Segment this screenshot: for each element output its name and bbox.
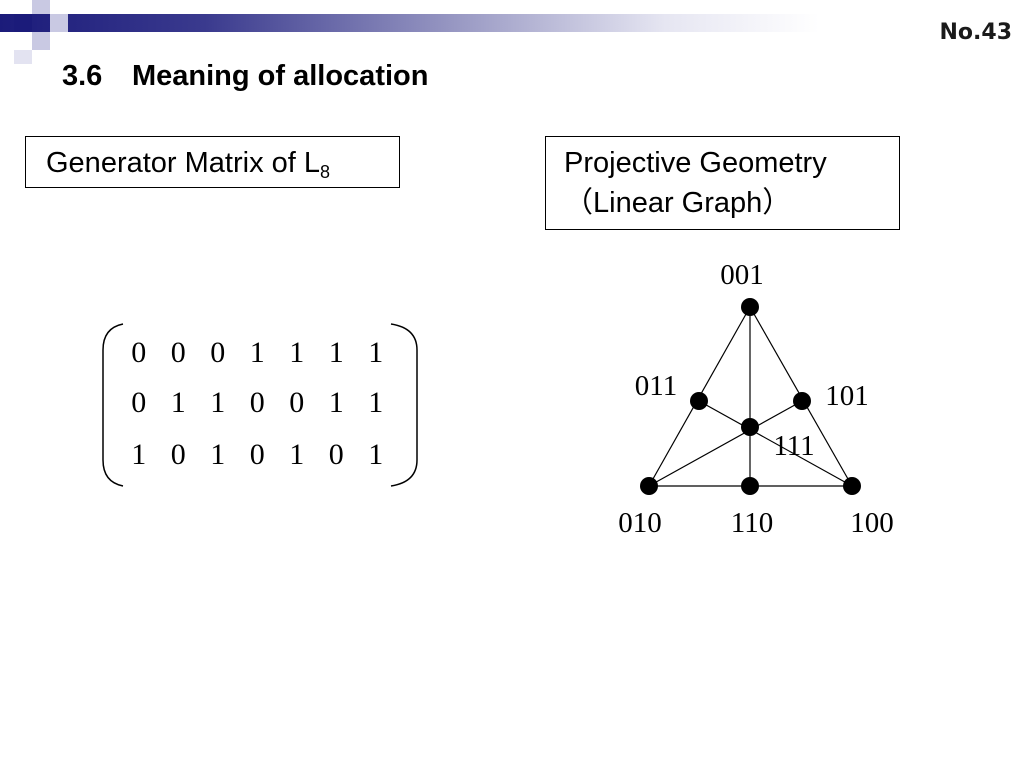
matrix-row: 0 0 0 1 1 1 1	[119, 336, 419, 370]
matrix-cell: 0	[328, 438, 344, 471]
right-bracket	[390, 323, 418, 487]
matrix-cell: 1	[368, 438, 384, 471]
linear-graph-label: （Linear Graph）	[564, 187, 792, 219]
decorative-square	[14, 14, 32, 32]
section-number: 3.6	[62, 60, 103, 92]
node-label-001: 001	[720, 259, 764, 291]
matrix-cell: 0	[249, 386, 265, 419]
node-label-010: 010	[618, 507, 662, 539]
projective-geometry-label-box: Projective Geometry （Linear Graph）	[545, 136, 900, 230]
left-bracket	[102, 323, 124, 487]
decorative-square	[14, 50, 32, 64]
matrix-cell: 1	[210, 438, 226, 471]
node-label-011: 011	[635, 370, 677, 402]
slide-number: No.43	[939, 20, 1013, 45]
matrix-cell: 1	[249, 336, 265, 369]
linear-graph-svg: 001 011 101 111 010 110 100	[618, 259, 894, 539]
matrix-brackets	[102, 323, 418, 487]
matrix-cell: 1	[289, 438, 305, 471]
node-label-100: 100	[850, 507, 894, 539]
matrix-cell: 0	[170, 336, 186, 369]
projective-geometry-label: Projective Geometry	[564, 147, 827, 179]
generator-matrix: 0 0 0 1 1 1 1 0 1 1 0 0 1 1 1 0 1 0 1 0 …	[95, 320, 425, 490]
matrix-cell: 1	[368, 386, 384, 419]
node-label-110: 110	[731, 507, 773, 539]
edge-010-101	[648, 400, 803, 487]
node-110	[741, 477, 759, 495]
node-100	[843, 477, 861, 495]
matrix-cell: 1	[131, 438, 147, 471]
slide-title: 3.6 Meaning of allocation	[62, 60, 428, 93]
matrix-cell: 1	[210, 386, 226, 419]
matrix-cell: 0	[131, 386, 147, 419]
decorative-square	[32, 32, 50, 50]
matrix-cell: 1	[289, 336, 305, 369]
decorative-square	[32, 0, 50, 14]
edge-100-011	[698, 400, 853, 487]
matrix-cell: 1	[328, 336, 344, 369]
matrix-row: 1 0 1 0 1 0 1	[119, 438, 419, 472]
matrix-cell: 1	[328, 386, 344, 419]
generator-matrix-label-box: Generator Matrix of L8	[25, 136, 400, 188]
node-010	[640, 477, 658, 495]
matrix-cell: 1	[368, 336, 384, 369]
matrix-cell: 0	[210, 336, 226, 369]
node-001	[741, 298, 759, 316]
node-111	[741, 418, 759, 436]
section-title: Meaning of allocation	[132, 60, 429, 92]
node-011	[690, 392, 708, 410]
node-label-101: 101	[825, 380, 869, 412]
generator-matrix-subscript: 8	[320, 162, 331, 182]
node-101	[793, 392, 811, 410]
matrix-cell: 0	[170, 438, 186, 471]
matrix-cell: 0	[289, 386, 305, 419]
matrix-row: 0 1 1 0 0 1 1	[119, 386, 419, 420]
header-gradient-band	[0, 14, 1024, 32]
matrix-cell: 0	[249, 438, 265, 471]
linear-graph: 001 011 101 111 010 110 100	[600, 250, 920, 550]
decorative-square	[50, 14, 68, 32]
matrix-cell: 0	[131, 336, 147, 369]
node-label-111: 111	[773, 430, 814, 462]
generator-matrix-label: Generator Matrix of L	[46, 147, 320, 179]
matrix-cell: 1	[170, 386, 186, 419]
